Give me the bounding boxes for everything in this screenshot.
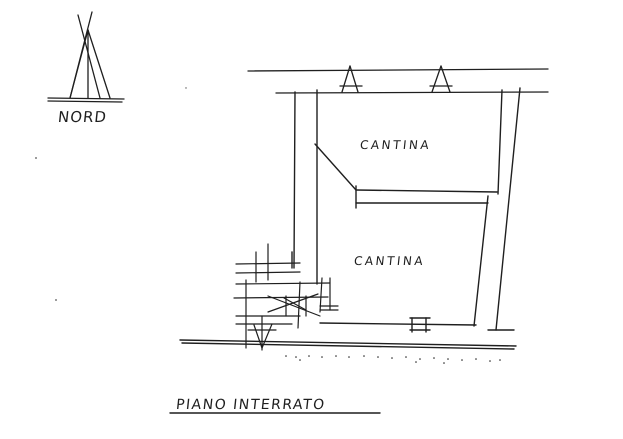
stair-detail	[233, 243, 339, 351]
stray-marks	[35, 87, 187, 301]
ground-hatch	[285, 355, 501, 364]
north-label: NORD	[57, 108, 108, 126]
north-arrow-icon	[47, 11, 125, 103]
top-boundary	[247, 68, 549, 94]
section-arrow-icon	[339, 65, 453, 93]
room-label-lower: CANTINA	[353, 254, 426, 268]
floor-title: PIANO INTERRATO	[175, 397, 327, 413]
walls	[291, 87, 521, 333]
ground-line	[179, 339, 517, 350]
room-label-upper: CANTINA	[359, 138, 432, 152]
